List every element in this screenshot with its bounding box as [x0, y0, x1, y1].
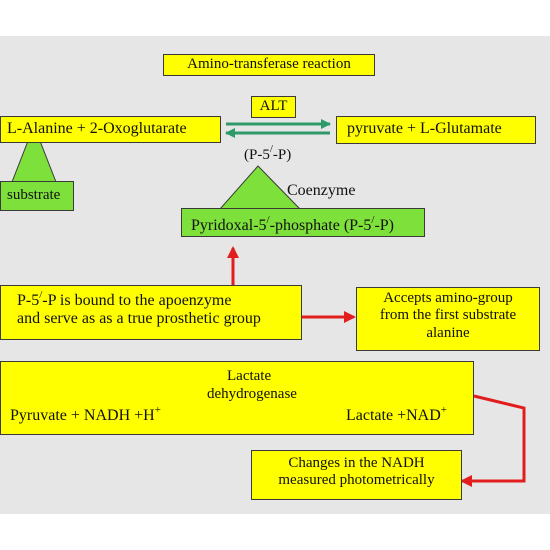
measurement-line1: Changes in the NADH — [288, 455, 425, 471]
diagram-title-text: Amino-transferase reaction — [187, 56, 351, 72]
prosthetic-line1: P-5/-P is bound to the apoenzyme — [17, 289, 232, 309]
accepts-amino-group-box: Accepts amino-group from the first subst… — [356, 287, 540, 351]
alt-enzyme-label: ALT — [251, 96, 296, 118]
accepts-line2: from the first substrate — [379, 307, 517, 324]
substrate-callout: substrate — [0, 181, 74, 211]
ldh-substrates: Pyruvate + NADH +H+ — [10, 404, 161, 424]
ldh-enzyme-line1: Lactate — [227, 368, 272, 384]
ldh-reaction-box: Lactate dehydrogenase Pyruvate + NADH +H… — [0, 361, 474, 435]
alt-products-text: pyruvate + L-Glutamate — [347, 120, 502, 137]
coenzyme-name-box: Pyridoxal-5/-phosphate (P-5/-P) — [181, 208, 425, 237]
accepts-line1: Accepts amino-group — [383, 290, 513, 306]
alt-products-box: pyruvate + L-Glutamate — [336, 116, 536, 144]
substrate-callout-pointer — [11, 140, 57, 183]
accepts-line3: alanine — [426, 324, 470, 341]
prosthetic-group-box: P-5/-P is bound to the apoenzyme and ser… — [0, 285, 302, 340]
alt-substrates-box: L-Alanine + 2-Oxoglutarate — [0, 116, 221, 143]
prosthetic-line2: and serve as as a true prosthetic group — [17, 310, 261, 328]
ldh-to-measurement-arrow — [460, 394, 526, 487]
coenzyme-label: Coenzyme — [287, 182, 356, 199]
ldh-products: Lactate +NAD+ — [346, 404, 447, 424]
ldh-enzyme-line2: dehydrogenase — [207, 386, 297, 402]
alt-cofactor-label: (P-5/-P) — [244, 143, 292, 163]
alt-enzyme-text: ALT — [259, 98, 288, 114]
measurement-line2: measured photometrically — [278, 472, 435, 489]
alt-substrates-text: L-Alanine + 2-Oxoglutarate — [7, 120, 187, 137]
diagram-title: Amino-transferase reaction — [163, 54, 375, 76]
measurement-box: Changes in the NADH measured photometric… — [251, 450, 462, 500]
substrate-callout-text: substrate — [7, 187, 61, 203]
